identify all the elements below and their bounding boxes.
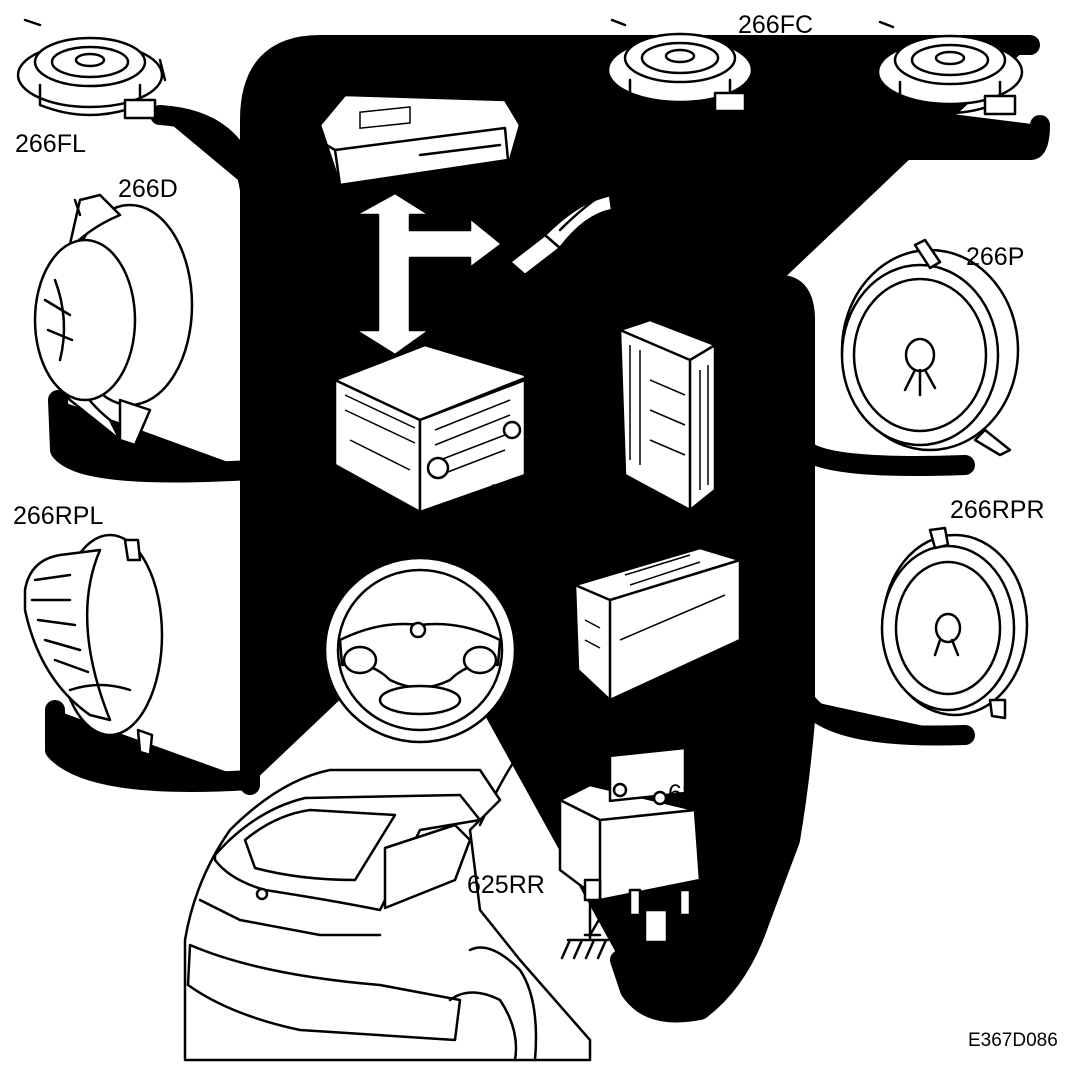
label-ibus: I-BUS [583, 234, 650, 262]
label-266rpr: 266RPR [950, 496, 1045, 524]
steering-wheel [323, 556, 517, 744]
speaker-front-left [16, 18, 167, 120]
antenna-amplifier [558, 746, 702, 944]
speaker-front-center [606, 18, 754, 113]
radio-unit [333, 343, 527, 514]
label-266fl: 266FL [15, 130, 86, 158]
cd-changer [610, 318, 717, 512]
label-266d: 266D [118, 175, 178, 203]
speaker-door [33, 193, 194, 447]
label-353: 353 [488, 480, 530, 508]
bus-arrow [353, 191, 504, 357]
module-355 [573, 546, 742, 702]
label-354: 354 [725, 335, 767, 363]
wiring-harness [55, 45, 1040, 1013]
label-541: 541 [318, 65, 360, 93]
speaker-passenger [840, 238, 1020, 457]
ground-symbol [560, 903, 610, 960]
label-266rpl: 266RPL [13, 502, 103, 530]
label-624rr: 624RR [668, 780, 746, 808]
label-266fc: 266FC [738, 11, 813, 39]
figure-code: E367D086 [968, 1030, 1058, 1051]
label-266fr: 266FR [826, 118, 901, 146]
label-633: 633 [315, 536, 357, 564]
speaker-rear-left [23, 533, 164, 757]
speaker-front-right [876, 20, 1024, 116]
labels: 266FL 266FC 266FR 266D 266P 266RPL 266RP… [13, 11, 1058, 1051]
display-unit [316, 93, 522, 202]
label-266p: 266P [966, 243, 1024, 271]
car-rear-view [183, 768, 592, 1062]
label-625rr: 625RR [467, 871, 545, 899]
ibus-connector [508, 186, 614, 277]
label-355: 355 [585, 531, 627, 559]
speaker-rear-right [880, 526, 1029, 720]
